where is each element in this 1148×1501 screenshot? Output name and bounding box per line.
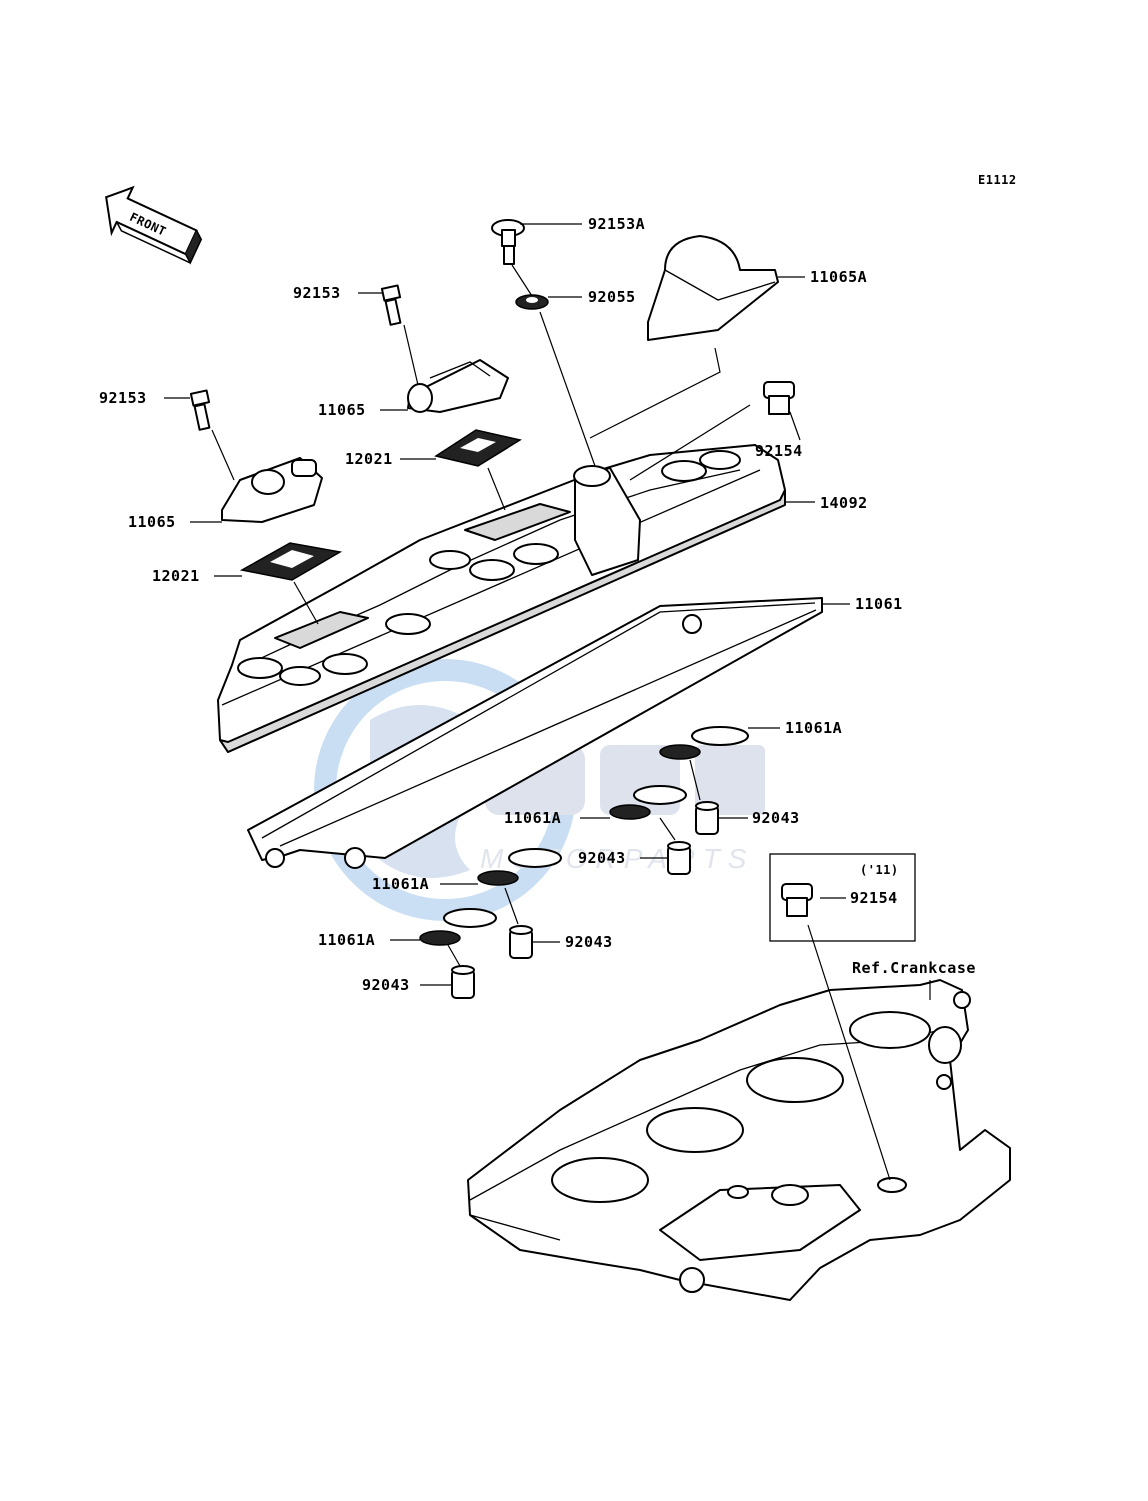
reference-label: Ref.Crankcase bbox=[852, 959, 976, 977]
callout-92154: 92154 bbox=[755, 442, 803, 460]
part-92154-inset bbox=[781, 883, 813, 917]
callout-92153-left: 92153 bbox=[99, 389, 147, 407]
callout-11061A-2: 11061A bbox=[504, 809, 561, 827]
part-11065A bbox=[647, 235, 779, 341]
part-12021-top bbox=[434, 429, 522, 467]
part-11065-top bbox=[407, 359, 509, 413]
head-cover-gasket bbox=[247, 597, 823, 869]
callout-11065-top: 11065 bbox=[318, 401, 366, 419]
part-11061A-2 bbox=[609, 785, 687, 820]
callout-11061: 11061 bbox=[855, 595, 903, 613]
callout-14092: 14092 bbox=[820, 494, 868, 512]
callout-12021-top: 12021 bbox=[345, 450, 393, 468]
part-11061A-4 bbox=[419, 908, 497, 946]
callout-92153-top: 92153 bbox=[293, 284, 341, 302]
part-12021-left bbox=[239, 542, 343, 581]
crankcase-reference bbox=[467, 979, 1011, 1301]
part-92153A bbox=[491, 219, 525, 265]
part-11065-left bbox=[221, 457, 323, 523]
part-92043-3 bbox=[509, 925, 533, 959]
part-11061A-1 bbox=[659, 726, 749, 760]
callout-92043-4: 92043 bbox=[362, 976, 410, 994]
part-92043-4 bbox=[451, 965, 475, 999]
callout-92055: 92055 bbox=[588, 288, 636, 306]
part-11061A-3 bbox=[477, 848, 562, 886]
callout-11061A-3: 11061A bbox=[372, 875, 429, 893]
part-92154 bbox=[763, 381, 795, 415]
part-92153-top bbox=[380, 284, 402, 326]
inset-part-label: 92154 bbox=[850, 889, 898, 907]
front-arrow-icon: FRONT bbox=[105, 185, 203, 265]
callout-12021-left: 12021 bbox=[152, 567, 200, 585]
watermark-logo-m bbox=[695, 745, 765, 815]
part-92153-left bbox=[189, 389, 211, 431]
inset-box: ('11) 92154 bbox=[769, 853, 916, 942]
callout-11065A: 11065A bbox=[810, 268, 867, 286]
part-92043-1 bbox=[695, 801, 719, 835]
part-92043-2 bbox=[667, 841, 691, 875]
callout-11061A-4: 11061A bbox=[318, 931, 375, 949]
part-92055 bbox=[515, 294, 549, 310]
callout-92043-1: 92043 bbox=[752, 809, 800, 827]
callout-11061A-1: 11061A bbox=[785, 719, 842, 737]
cylinder-head-cover bbox=[217, 444, 786, 753]
callout-11065-left: 11065 bbox=[128, 513, 176, 531]
diagram-code: E1112 bbox=[978, 173, 1017, 187]
callout-92153A: 92153A bbox=[588, 215, 645, 233]
callout-92043-2: 92043 bbox=[578, 849, 626, 867]
leader-lines bbox=[164, 223, 891, 1181]
inset-year-label: ('11) bbox=[860, 863, 899, 877]
callout-92043-3: 92043 bbox=[565, 933, 613, 951]
